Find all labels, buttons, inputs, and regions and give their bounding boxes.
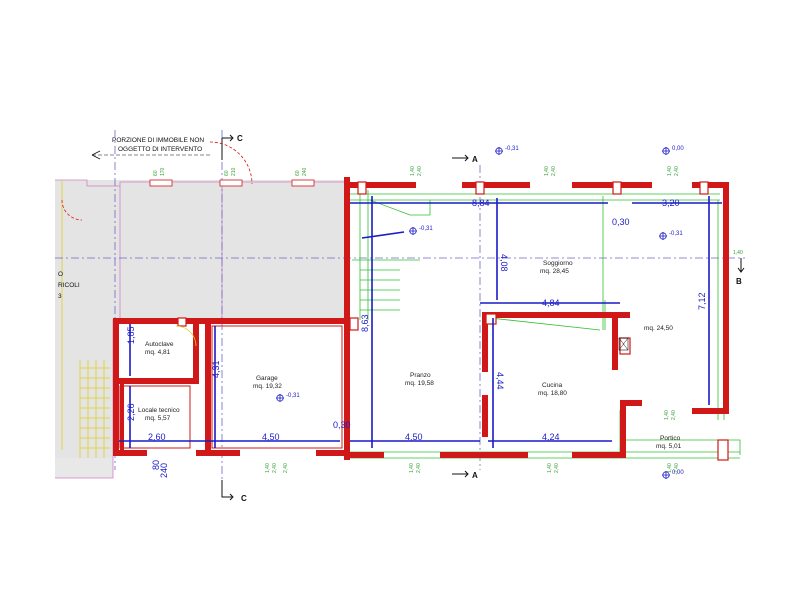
room-pranzo-area: mq. 19,58 <box>405 380 434 387</box>
left-partial-label-2: RICOLI <box>58 282 80 289</box>
dim-4-24: 4,24 <box>542 432 560 442</box>
level-garage: -0,31 <box>286 393 300 399</box>
level-markers <box>276 147 670 479</box>
window-label: 240 <box>302 167 308 176</box>
room-pranzo-name: Pranzo <box>410 372 431 379</box>
level-top-mid: -0,31 <box>505 146 519 152</box>
left-partial-label-3: 3 <box>58 293 62 300</box>
dim-4-50-pranzo: 4,50 <box>405 432 423 442</box>
dim-4-31: 4,31 <box>211 360 221 378</box>
room-portico-area: mq. 5,01 <box>656 443 682 450</box>
existing-building <box>55 179 346 479</box>
walls <box>61 141 729 460</box>
window-label: 2,40 <box>671 410 677 420</box>
room-autoclave-area: mq. 4,81 <box>145 349 171 356</box>
dim-3-20: 3,20 <box>662 198 680 208</box>
window-label: 1,40 <box>667 166 673 176</box>
window-label: 1,40 <box>409 463 415 473</box>
room-cucina-name: Cucina <box>542 382 563 389</box>
level-marker-icon <box>276 394 284 402</box>
window-label: 2,40 <box>417 166 423 176</box>
dim-4-08: 4,08 <box>499 254 509 272</box>
window-label: 2,40 <box>416 463 422 473</box>
dim-8-84: 8,84 <box>472 198 490 208</box>
window-label: 1,40 <box>667 463 673 473</box>
dim-7-12: 7,12 <box>697 292 707 310</box>
room-autoclave-name: Autoclave <box>145 341 174 348</box>
room-soggiorno-area: mq. 28,45 <box>540 268 569 275</box>
left-partial-label-1: O <box>58 271 63 278</box>
note-line-1: PORZIONE DI IMMOBILE NON <box>112 137 204 144</box>
dim-0-30-top: 0,30 <box>612 217 630 227</box>
window-label: 2,40 <box>674 166 680 176</box>
room-portico-name: Portico <box>660 435 681 442</box>
section-a-bottom: A <box>472 471 478 480</box>
dim-1-40-right: 1,40 <box>733 250 743 256</box>
window-label: 210 <box>231 167 237 176</box>
dim-80: 80 <box>151 460 161 470</box>
level-soggiorno: -0,31 <box>669 231 683 237</box>
section-c-top: C <box>237 134 243 143</box>
window-label: 1,40 <box>547 463 553 473</box>
level-marker-icon <box>662 147 670 155</box>
level-marker-icon <box>495 147 503 155</box>
level-stair: -0,31 <box>419 226 433 232</box>
window-label: 60 <box>224 170 230 176</box>
window-label: 2,40 <box>554 463 560 473</box>
window-label: 170 <box>160 167 166 176</box>
dim-240: 240 <box>159 463 169 478</box>
level-marker-icon <box>659 232 667 240</box>
room-garage-area: mq. 19,32 <box>253 383 282 390</box>
window-label: 60 <box>295 170 301 176</box>
room-24-50-area: mq. 24,50 <box>644 325 673 332</box>
dim-8-63: 8,63 <box>360 314 370 332</box>
dimension-lines <box>119 196 722 448</box>
window-label: 1,40 <box>664 410 670 420</box>
dim-1-85: 1,85 <box>126 326 136 344</box>
dim-0-30-bottom: 0,30 <box>333 420 351 430</box>
dim-2-60: 2,60 <box>148 432 166 442</box>
dim-2-26: 2,26 <box>126 403 136 421</box>
window-label: 2,40 <box>283 463 289 473</box>
window-label: 1,40 <box>410 166 416 176</box>
dim-4-50-garage: 4,50 <box>262 432 280 442</box>
level-portico: 0,00 <box>672 470 684 476</box>
room-cucina-area: mq. 18,80 <box>538 390 567 397</box>
level-top-right: 0,00 <box>672 146 684 152</box>
window-label: 2,40 <box>674 463 680 473</box>
portico-column <box>717 439 729 461</box>
room-garage-name: Garage <box>256 375 278 382</box>
section-c-bottom: C <box>241 494 247 503</box>
room-locale-tecnico-name: Locale tecnico <box>138 407 180 414</box>
level-marker-icon <box>662 471 670 479</box>
room-soggiorno-name: Soggiorno <box>543 260 573 267</box>
dim-4-84: 4,84 <box>542 298 560 308</box>
note-line-2: OGGETTO DI INTERVENTO <box>118 146 202 153</box>
window-label: 1,40 <box>544 166 550 176</box>
level-marker-icon <box>409 227 417 235</box>
section-markers: C C A A B <box>221 134 745 503</box>
room-locale-tecnico-area: mq. 5,57 <box>145 415 171 422</box>
window-label: 2,40 <box>272 463 278 473</box>
section-a-top: A <box>472 155 478 164</box>
fixture-icon <box>618 337 629 351</box>
window-openings <box>149 179 315 187</box>
window-label: 60 <box>153 170 159 176</box>
window-label: 1,40 <box>265 463 271 473</box>
window-label: 2,40 <box>551 166 557 176</box>
section-b-right: B <box>736 277 742 286</box>
dim-4-44: 4,44 <box>495 372 505 390</box>
